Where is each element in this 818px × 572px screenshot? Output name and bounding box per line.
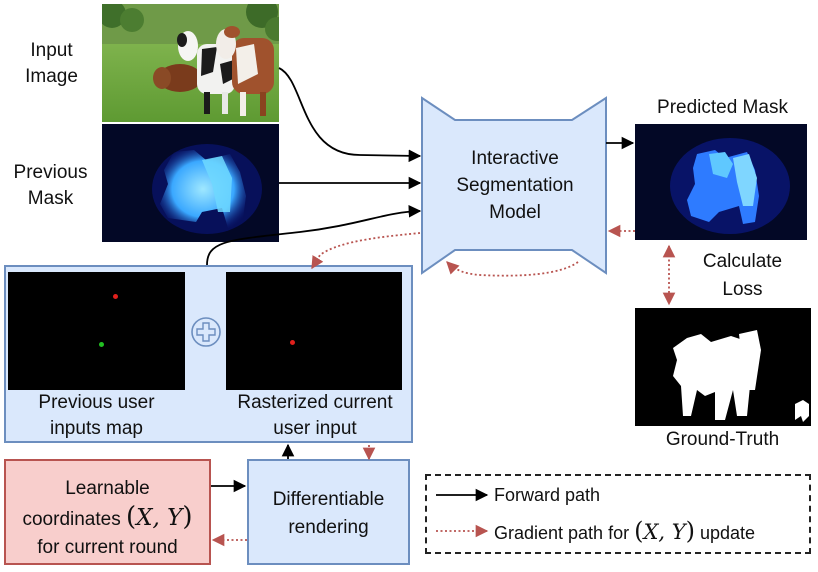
legend-forward-label: Forward path bbox=[494, 485, 601, 505]
previous-inputs-map-image bbox=[8, 272, 185, 390]
current-click-dot bbox=[290, 340, 295, 345]
input-image bbox=[102, 4, 279, 122]
gradient-model-internal bbox=[446, 261, 579, 277]
legend-box bbox=[425, 474, 811, 554]
predicted-mask-image bbox=[635, 124, 807, 240]
negative-click-dot bbox=[113, 294, 118, 299]
model-label: Interactive Segmentation Model bbox=[456, 148, 574, 223]
arrow-image-to-model bbox=[278, 67, 422, 163]
predicted-mask-label: Predicted Mask bbox=[657, 97, 788, 118]
learnable-coordinates-box: Learnable coordinates (X, Y) for current… bbox=[4, 459, 211, 565]
arrow-clicks-to-model bbox=[206, 205, 422, 266]
previous-mask-label: Previous Mask bbox=[13, 162, 88, 209]
plus-circle-icon bbox=[191, 317, 221, 347]
rasterized-input-image bbox=[226, 272, 402, 390]
model-shape bbox=[421, 96, 607, 275]
rasterized-input-label: Rasterized current user input bbox=[237, 392, 393, 439]
ground-truth-image bbox=[635, 308, 811, 426]
learnable-coordinates-line: coordinates (X, Y) bbox=[22, 502, 193, 532]
previous-mask-image bbox=[102, 124, 279, 242]
gradient-model-to-clicks bbox=[311, 232, 421, 270]
differentiable-rendering-box: Differentiable rendering bbox=[247, 459, 410, 565]
positive-click-dot bbox=[99, 342, 104, 347]
input-image-label: Input Image bbox=[25, 40, 78, 87]
calculate-loss-label: Calculate Loss bbox=[702, 251, 783, 300]
previous-inputs-label: Previous user inputs map bbox=[38, 392, 155, 439]
ground-truth-label: Ground-Truth bbox=[665, 429, 780, 450]
legend-gradient-label: Gradient path for (X, Y) update bbox=[494, 517, 756, 545]
